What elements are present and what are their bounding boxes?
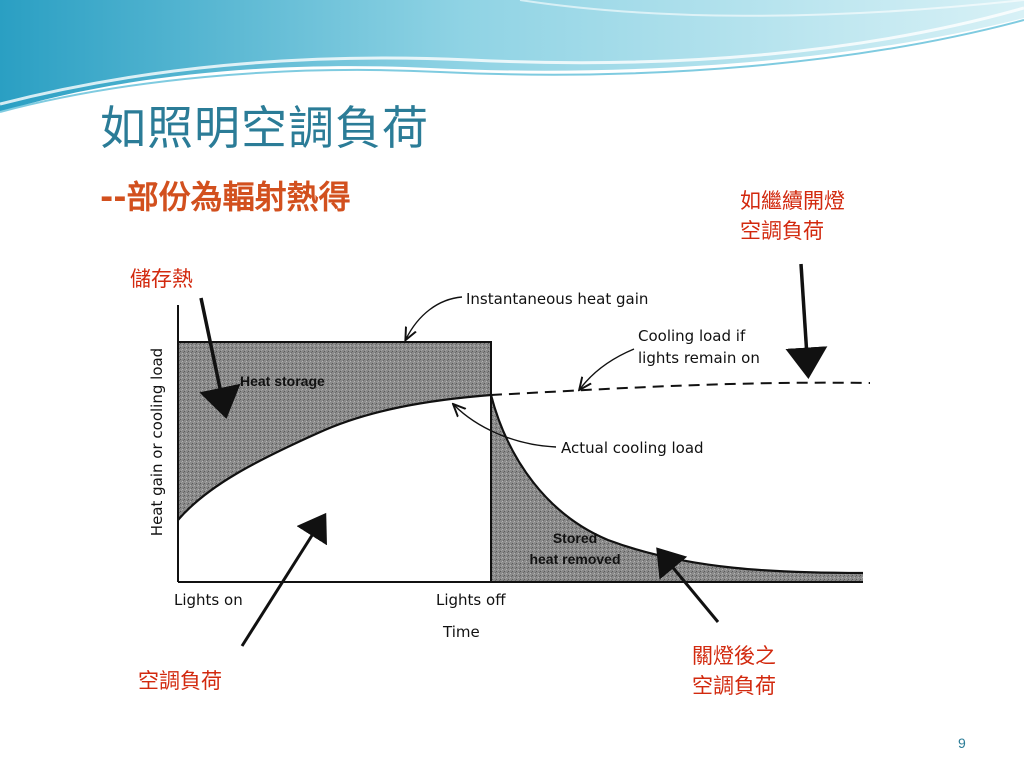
x-tick-lights-on: Lights on xyxy=(174,591,243,609)
slide-title: 如照明空調負荷 xyxy=(100,101,429,155)
label-cooling-load-if-line1: Cooling load if xyxy=(638,327,746,345)
slide-subtitle: --部份為輻射熱得 xyxy=(100,178,351,216)
label-actual-cooling-load: Actual cooling load xyxy=(561,439,704,457)
cooling-load-diagram: Heat gain or cooling load Lights on Ligh… xyxy=(128,255,884,647)
note-lights-off-line2: 空調負荷 xyxy=(692,674,776,698)
label-heat-storage: Heat storage xyxy=(240,373,325,389)
cooling-load-if-lights-remain-on-curve xyxy=(490,381,871,396)
x-axis-label: Time xyxy=(442,623,480,641)
pointer-instantaneous xyxy=(406,296,463,339)
stored-heat-removed-area xyxy=(491,395,863,582)
label-stored-line1: Stored xyxy=(553,530,597,546)
x-tick-lights-off: Lights off xyxy=(436,591,506,609)
header-wave-decoration xyxy=(0,0,1024,113)
heat-storage-area xyxy=(178,342,491,520)
note-lights-off-line1: 關燈後之 xyxy=(692,644,776,668)
label-cooling-load-if-line2: lights remain on xyxy=(638,349,760,367)
pointer-actual xyxy=(454,405,557,448)
label-stored-line2: heat removed xyxy=(529,551,620,567)
note-continued-lights-line2: 空調負荷 xyxy=(740,219,824,243)
page-number: 9 xyxy=(958,735,966,751)
y-axis-label: Heat gain or cooling load xyxy=(148,348,166,536)
label-instantaneous-heat-gain: Instantaneous heat gain xyxy=(466,290,648,308)
note-lights-off-load: 關燈後之 空調負荷 xyxy=(692,641,776,701)
note-continued-lights: 如繼續開燈 空調負荷 xyxy=(740,186,845,246)
pointer-cooling-if xyxy=(580,348,635,389)
note-ac-load: 空調負荷 xyxy=(138,669,222,693)
instantaneous-heat-gain-line xyxy=(178,341,492,582)
note-continued-lights-line1: 如繼續開燈 xyxy=(740,189,845,213)
note-stored-heat: 儲存熱 xyxy=(130,267,193,291)
